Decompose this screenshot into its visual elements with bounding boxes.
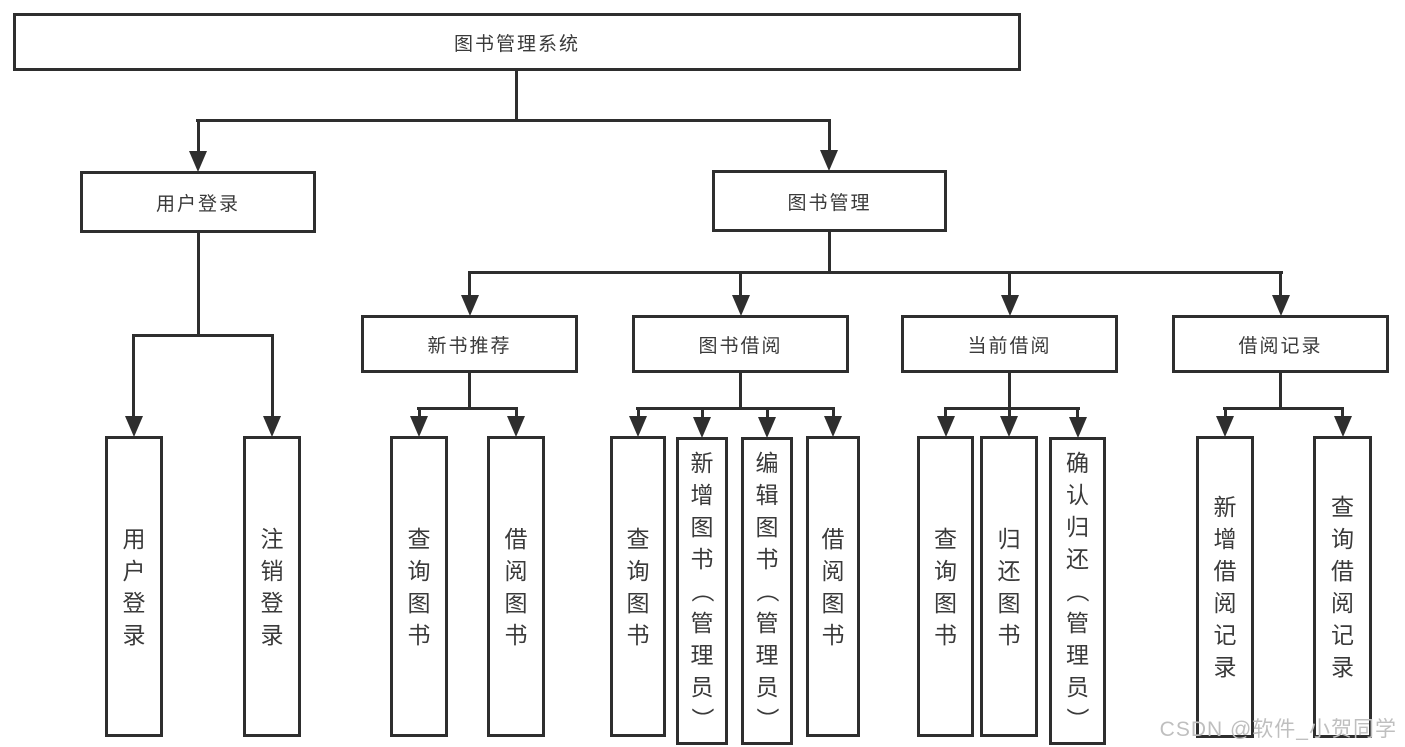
node-current-borrow: 当前借阅 (901, 315, 1118, 373)
leaf-query-borrow-record: 查询借阅记录 (1313, 436, 1372, 738)
leaf-query-books-current: 查询图书 (917, 436, 974, 737)
node-book-management-label: 图书管理 (787, 192, 872, 214)
leaf-borrow-books-recommend: 借阅图书 (487, 436, 545, 737)
leaf-user-login-label: 用户登录 (122, 525, 146, 648)
leaf-add-borrow-record-label: 新增借阅记录 (1213, 494, 1237, 680)
connector-line (132, 334, 274, 337)
connector-line (196, 119, 831, 122)
arrowhead-icon (1333, 416, 1352, 437)
arrowhead-icon (1000, 295, 1019, 316)
leaf-confirm-return-admin-label: 确认归还（管理员） (1064, 450, 1091, 731)
leaf-return-books: 归还图书 (980, 436, 1038, 737)
leaf-edit-books-admin-label: 编辑图书（管理员） (754, 450, 780, 731)
arrowhead-icon (410, 416, 428, 437)
leaf-return-books-label: 归还图书 (997, 525, 1021, 648)
arrowhead-icon (820, 150, 838, 171)
arrowhead-icon (189, 151, 207, 172)
leaf-edit-books-admin: 编辑图书（管理员） (741, 437, 793, 745)
arrowhead-icon (124, 416, 143, 437)
node-root-label: 图书管理系统 (453, 33, 580, 55)
node-borrow-records: 借阅记录 (1172, 315, 1389, 373)
node-root: 图书管理系统 (13, 13, 1021, 71)
connector-drop-line (468, 271, 471, 300)
arrowhead-icon (936, 416, 955, 437)
connector-drop-line (700, 407, 704, 422)
leaf-query-books-recommend-label: 查询图书 (407, 525, 431, 648)
watermark-text: CSDN @软件_小贺同学 (1159, 718, 1397, 741)
connector-drop-line (1223, 407, 1227, 421)
node-new-book-recommend: 新书推荐 (361, 315, 578, 373)
arrowhead-icon (1068, 417, 1087, 438)
leaf-borrow-books-borrow-label: 借阅图书 (821, 525, 845, 648)
node-new-book-recommend-label: 新书推荐 (427, 335, 512, 357)
arrowhead-icon (731, 295, 750, 316)
node-book-borrow-label: 图书借阅 (698, 335, 783, 357)
connector-drop-line (270, 334, 274, 421)
connector-drop-line (827, 119, 831, 155)
arrowhead-icon (758, 417, 776, 438)
arrowhead-icon (693, 417, 711, 438)
connector-drop-line (1008, 271, 1011, 300)
leaf-add-books-admin: 新增图书（管理员） (676, 437, 728, 745)
leaf-logout: 注销登录 (243, 436, 301, 737)
connector-drop-line (765, 407, 769, 422)
arrowhead-icon (263, 416, 281, 437)
connector-line (468, 373, 471, 409)
connector-drop-line (1279, 271, 1282, 300)
connector-drop-line (1076, 407, 1079, 422)
connector-line (196, 233, 200, 336)
node-book-borrow: 图书借阅 (632, 315, 849, 373)
connector-drop-line (417, 407, 421, 421)
node-user-login: 用户登录 (80, 171, 316, 233)
connector-drop-line (944, 407, 947, 421)
arrowhead-icon (824, 416, 842, 437)
arrowhead-icon (460, 295, 479, 316)
connector-drop-line (196, 119, 200, 156)
connector-line (1279, 373, 1282, 409)
connector-drop-line (636, 407, 640, 421)
node-borrow-records-label: 借阅记录 (1238, 335, 1323, 357)
leaf-query-books-recommend: 查询图书 (390, 436, 448, 737)
connector-drop-line (1007, 407, 1011, 421)
connector-line (636, 407, 835, 410)
connector-line (944, 407, 1080, 410)
leaf-logout-label: 注销登录 (260, 525, 284, 648)
node-book-management: 图书管理 (712, 170, 947, 232)
connector-line (828, 232, 831, 273)
leaf-query-borrow-record-label: 查询借阅记录 (1331, 494, 1354, 680)
arrowhead-icon (1271, 295, 1290, 316)
connector-line (417, 407, 518, 410)
connector-drop-line (739, 271, 742, 300)
connector-line (739, 373, 742, 409)
arrowhead-icon (1216, 416, 1234, 437)
leaf-borrow-books-borrow: 借阅图书 (806, 436, 860, 737)
arrowhead-icon (629, 416, 647, 437)
leaf-add-borrow-record: 新增借阅记录 (1196, 436, 1254, 738)
arrowhead-icon (507, 416, 525, 437)
connector-drop-line (1341, 407, 1344, 421)
node-current-borrow-label: 当前借阅 (967, 335, 1052, 357)
connector-line (468, 271, 1283, 274)
leaf-query-books-borrow-label: 查询图书 (626, 525, 650, 648)
leaf-confirm-return-admin: 确认归还（管理员） (1049, 437, 1106, 745)
leaf-add-books-admin-label: 新增图书（管理员） (689, 450, 715, 731)
leaf-borrow-books-recommend-label: 借阅图书 (504, 525, 528, 648)
connector-line (1223, 407, 1344, 410)
leaf-query-books-borrow: 查询图书 (610, 436, 666, 737)
node-user-login-label: 用户登录 (155, 193, 240, 215)
connector-drop-line (132, 334, 135, 421)
connector-line (1008, 373, 1011, 409)
leaf-query-books-current-label: 查询图书 (934, 525, 957, 648)
leaf-user-login: 用户登录 (105, 436, 163, 737)
connector-drop-line (514, 407, 518, 421)
arrowhead-icon (1000, 416, 1018, 437)
connector-line (515, 71, 518, 121)
connector-drop-line (831, 407, 835, 421)
